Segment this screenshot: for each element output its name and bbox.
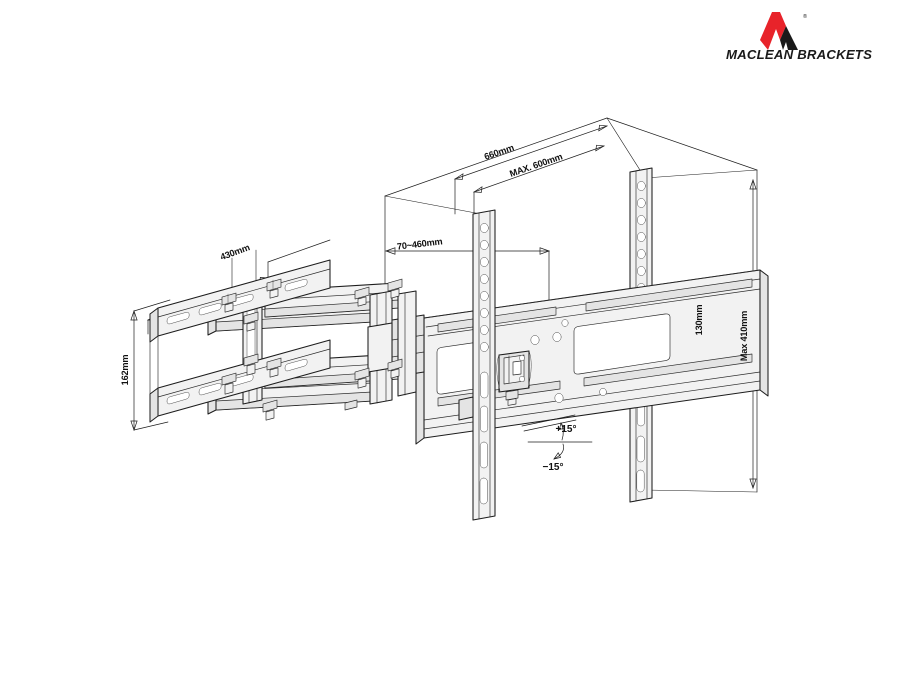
bolt (354, 286, 370, 307)
bolt (262, 399, 278, 421)
bolt (243, 311, 259, 332)
angle-label-tilt-up: +15° (556, 424, 577, 435)
rail-holes-left (479, 223, 489, 352)
dimension-label-130: 130mm (694, 305, 704, 336)
angle-label-tilt-down: −15° (543, 462, 564, 473)
dimension-label-660: 660mm (483, 142, 515, 161)
bolt (354, 367, 370, 389)
brand-logo-svg: ® MACLEAN BRACKETS (726, 12, 872, 62)
fasteners (221, 278, 403, 421)
wall-plate-lower (149, 339, 331, 423)
bolt (221, 292, 237, 313)
wall-plate-lower-slots (166, 358, 308, 405)
rail-slots-left (479, 371, 489, 505)
wall-plate-holes (530, 319, 607, 403)
wall-plate-spine (149, 307, 159, 423)
registered-mark-icon: ® (803, 13, 807, 20)
bolt (221, 372, 237, 395)
wall-plate-upper-slots (166, 278, 308, 325)
bolt (387, 278, 403, 299)
dimension-label-max600: MAX. 600mm (508, 151, 563, 178)
dimension-label-430: 430mm (219, 242, 251, 262)
logo-mark-red (760, 12, 786, 50)
logo-mark-black (780, 26, 798, 50)
center-pivot-lock (496, 350, 532, 406)
wall-plate-upper (149, 259, 331, 343)
brand-wordmark: MACLEAN BRACKETS (726, 47, 872, 62)
bolt (243, 353, 259, 376)
bolt (344, 399, 358, 411)
bolt (266, 278, 282, 299)
tilt-angle-indicator (521, 414, 593, 460)
bolt (266, 357, 282, 378)
dimension-label-162: 162mm (120, 355, 130, 386)
arm-rail-pivot (397, 290, 417, 397)
bolt (387, 358, 403, 379)
dimension-label-70-460: 70~460mm (396, 236, 443, 251)
brand-logo: ® MACLEAN BRACKETS (724, 8, 886, 62)
dimension-label-max410: Max 410mm (739, 311, 749, 361)
tv-rail-left (458, 209, 496, 521)
